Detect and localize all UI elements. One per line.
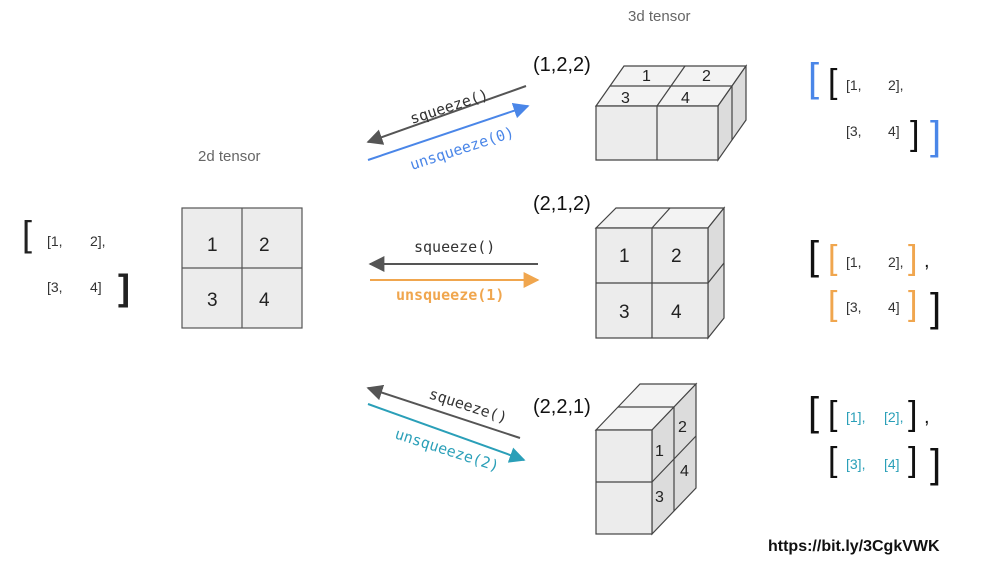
- matrix-2d-row2-b: 4]: [90, 279, 102, 295]
- grid-2d-cell-2: 2: [259, 235, 270, 256]
- result0-row2-b: 4]: [888, 123, 900, 139]
- cube0-cell-1: 1: [642, 68, 651, 85]
- source-url: https://bit.ly/3CgkVWK: [768, 538, 940, 555]
- result1-row1-open: [: [828, 239, 838, 277]
- cube0-cell-2: 2: [702, 68, 711, 85]
- grid-2d-cell-1: 1: [207, 235, 218, 256]
- result2-row2-a: [3],: [846, 456, 866, 472]
- result1-row2-close: ]: [908, 285, 918, 323]
- cube0-cell-3: 3: [621, 90, 630, 107]
- matrix-2d-open-bracket: [: [22, 213, 33, 254]
- cube2-cell-3: 3: [655, 489, 664, 506]
- result2-row1-open: [: [828, 395, 838, 433]
- result1-outer-close: ]: [930, 286, 942, 330]
- cube2-cell-1: 1: [655, 443, 664, 460]
- result2-outer-close: ]: [930, 442, 942, 486]
- header-3d-tensor: 3d tensor: [628, 8, 691, 25]
- cube-1-2-2: 1 2 3 4: [594, 64, 748, 162]
- matrix-2d-close-bracket: ]: [118, 267, 130, 308]
- grid-2d: 1 2 3 4: [181, 207, 303, 329]
- label-unsqueeze0: unsqueeze(0): [408, 123, 517, 174]
- matrix-2d-row1-a: [1,: [47, 233, 63, 249]
- result1-outer-open: [: [808, 234, 820, 278]
- result2-row2-b: [4]: [884, 456, 900, 472]
- matrix-2d-row1-b: 2],: [90, 233, 106, 249]
- cube2-cell-2: 2: [678, 419, 687, 436]
- cube1-cell-3: 3: [619, 302, 630, 323]
- arrows-row1: squeeze() unsqueeze(1): [368, 238, 540, 304]
- cube1-cell-1: 1: [619, 246, 630, 267]
- result2-row1-b: [2],: [884, 409, 904, 425]
- cube1-cell-2: 2: [671, 246, 682, 267]
- result1-row2-open: [: [828, 285, 838, 323]
- result2-row2-close: ]: [908, 441, 918, 479]
- result0-outer-open: [: [808, 56, 820, 100]
- result1-comma: ,: [924, 250, 930, 272]
- label-squeeze-row0: squeeze(): [408, 86, 491, 128]
- result2-row1-a: [1],: [846, 409, 866, 425]
- cube-2-2-1: 2 1 4 3: [594, 382, 698, 536]
- label-unsqueeze1: unsqueeze(1): [396, 286, 504, 304]
- result1-row2-a: [3,: [846, 299, 862, 315]
- result1-row2-b: 4]: [888, 299, 900, 315]
- grid-2d-cell-4: 4: [259, 290, 270, 311]
- arrows-row2: squeeze() unsqueeze(2): [366, 385, 526, 475]
- header-2d-tensor: 2d tensor: [198, 148, 261, 165]
- cube1-cell-4: 4: [671, 302, 682, 323]
- cube0-cell-4: 4: [681, 90, 690, 107]
- result0-row1-b: 2],: [888, 77, 904, 93]
- result1-row1-close: ]: [908, 239, 918, 277]
- result1-row1-a: [1,: [846, 254, 862, 270]
- cube-2-1-2: 1 2 3 4: [594, 206, 726, 340]
- shape-label-2-2-1: (2,2,1): [533, 396, 591, 418]
- shape-label-2-1-2: (2,1,2): [533, 193, 591, 215]
- result2-comma: ,: [924, 406, 930, 428]
- result0-row2-a: [3,: [846, 123, 862, 139]
- cube2-cell-4: 4: [680, 463, 689, 480]
- result2-outer-open: [: [808, 390, 820, 434]
- matrix-2d-row2-a: [3,: [47, 279, 63, 295]
- result0-row1-a: [1,: [846, 77, 862, 93]
- shape-label-1-2-2: (1,2,2): [533, 54, 591, 76]
- label-squeeze-row1: squeeze(): [414, 238, 495, 256]
- result2-row1-close: ]: [908, 395, 918, 433]
- arrows-row0: squeeze() unsqueeze(0): [366, 85, 530, 174]
- result2-row2-open: [: [828, 441, 838, 479]
- result0-outer-close: ]: [930, 114, 942, 158]
- result0-inner-close: ]: [910, 115, 920, 153]
- result0-inner-open: [: [828, 63, 838, 101]
- result1-row1-b: 2],: [888, 254, 904, 270]
- grid-2d-cell-3: 3: [207, 290, 218, 311]
